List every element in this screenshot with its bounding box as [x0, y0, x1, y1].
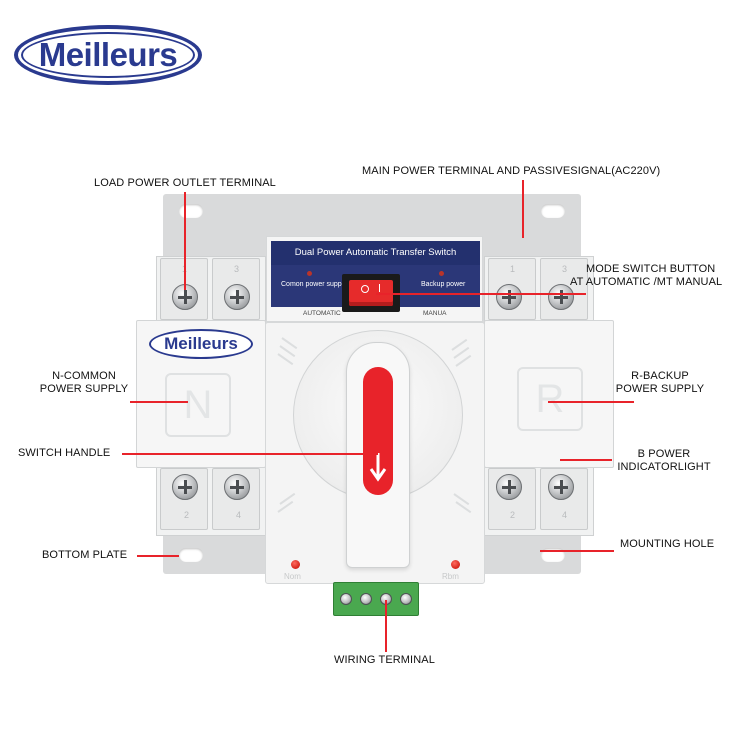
label-panel: Dual Power Automatic Transfer Switch Com… — [266, 236, 483, 322]
terminal-screw — [224, 284, 250, 310]
callout-line-wiring-terminal — [385, 600, 387, 652]
terminal-screw — [496, 284, 522, 310]
automatic-label: AUTOMATIC — [303, 310, 341, 317]
label-r-backup-line1: R-BACKUP — [631, 370, 689, 382]
terminal-number: 4 — [562, 510, 568, 520]
terminal-number: 3 — [562, 264, 568, 274]
down-arrow-icon — [369, 453, 387, 482]
mounting-hole-top-left — [179, 204, 203, 218]
wiring-screw — [340, 593, 352, 605]
label-bottom-plate: BOTTOM PLATE — [42, 549, 128, 561]
callout-line-bottom-plate — [137, 555, 179, 557]
n-common-cover: Meilleurs N — [136, 320, 266, 468]
backup-power-label: Backup power — [421, 281, 466, 288]
r-backup-cover: R — [484, 320, 614, 468]
label-main-power: MAIN POWER TERMINAL AND PASSIVESIGNAL(AC… — [362, 165, 661, 177]
terminal-number: 3 — [234, 264, 240, 274]
wiring-screw — [360, 593, 372, 605]
callout-line-switch-handle — [122, 453, 378, 455]
led-right-label: Rbm — [442, 572, 459, 581]
led-left-label: Nom — [284, 572, 301, 581]
terminal-screw — [548, 474, 574, 500]
panel-title: Dual Power Automatic Transfer Switch — [271, 241, 480, 265]
mini-indicator — [439, 271, 444, 276]
terminal-screw — [224, 474, 250, 500]
label-mode-switch: MODE SWITCH BUTTON AT AUTOMATIC /MT MANU… — [570, 263, 722, 289]
n-letter-box: N — [165, 373, 231, 437]
callout-line-load-outlet — [184, 192, 186, 290]
label-wiring-terminal: WIRING TERMINAL — [334, 654, 435, 666]
label-r-backup: R-BACKUP POWER SUPPLY — [612, 370, 708, 396]
vent-slot — [455, 354, 472, 367]
manual-label: MANUA — [423, 310, 447, 317]
brand-logo: Meilleurs — [14, 25, 202, 85]
callout-line-r-backup — [548, 401, 634, 403]
wiring-terminal — [333, 582, 419, 616]
label-mode-switch-line1: MODE SWITCH BUTTON — [586, 263, 716, 275]
body-logo-text: Meilleurs — [164, 334, 238, 353]
rocker-off-mark-icon — [361, 285, 369, 293]
terminal-number: 4 — [236, 510, 242, 520]
b-power-indicator-led — [451, 560, 460, 569]
mini-indicator — [307, 271, 312, 276]
label-n-common: N-COMMON POWER SUPPLY — [38, 370, 130, 396]
callout-line-n-common — [130, 401, 188, 403]
n-power-indicator-led — [291, 560, 300, 569]
label-b-power-line2: INDICATORLIGHT — [617, 461, 711, 473]
logo-inner-ring — [21, 32, 195, 78]
label-n-common-line2: POWER SUPPLY — [39, 383, 129, 395]
handle-red-stripe — [363, 367, 393, 495]
callout-line-b-power — [560, 459, 612, 461]
callout-line-mode-switch — [376, 293, 586, 295]
label-load-outlet: LOAD POWER OUTLET TERMINAL — [94, 177, 276, 189]
label-b-power: B POWER INDICATORLIGHT — [616, 448, 712, 474]
body-logo: Meilleurs — [149, 329, 253, 359]
common-power-label: Comon power supply — [281, 281, 347, 288]
terminal-screw — [172, 474, 198, 500]
label-switch-handle: SWITCH HANDLE — [18, 447, 111, 459]
terminal-screw — [496, 474, 522, 500]
callout-line-mounting-hole — [540, 550, 614, 552]
callout-line-main-power — [522, 180, 524, 238]
label-n-common-line1: N-COMMON — [52, 370, 116, 382]
label-mode-switch-line2: AT AUTOMATIC /MT MANUAL — [570, 276, 723, 288]
label-b-power-line1: B POWER — [637, 448, 691, 460]
label-r-backup-line2: POWER SUPPLY — [615, 383, 705, 395]
r-letter-box: R — [517, 367, 583, 431]
mounting-hole-top-right — [541, 204, 565, 218]
terminal-number: 1 — [510, 264, 516, 274]
mounting-hole-bottom-left — [179, 548, 203, 562]
terminal-number: 2 — [184, 510, 190, 520]
terminal-number: 2 — [510, 510, 516, 520]
label-mounting-hole: MOUNTING HOLE — [620, 538, 715, 550]
switch-handle[interactable] — [346, 342, 410, 568]
terminal-screw — [548, 284, 574, 310]
wiring-screw — [400, 593, 412, 605]
rocker-on-mark-icon — [379, 284, 380, 292]
logo-text: Meilleurs — [38, 36, 178, 73]
